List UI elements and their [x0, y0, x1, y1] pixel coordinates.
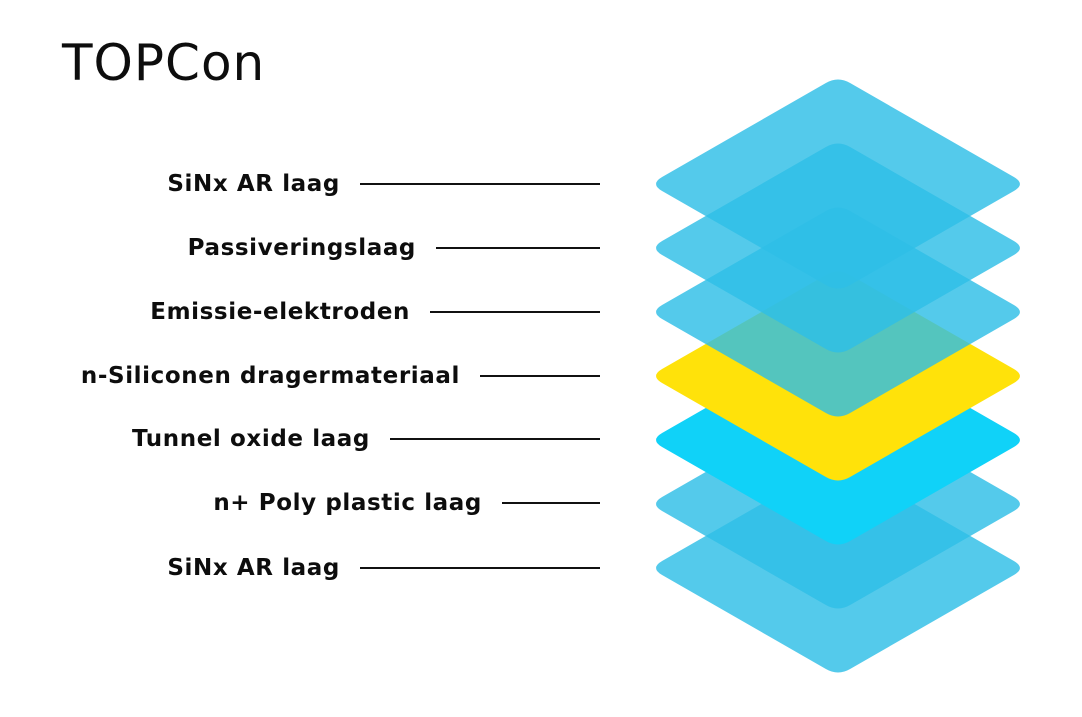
layer-label-row-3: Emissie-elektroden	[150, 294, 600, 330]
leader-line	[436, 247, 600, 249]
layer-label-text: Emissie-elektroden	[150, 299, 410, 325]
leader-line	[360, 183, 600, 185]
layer-label-row-7: SiNx AR laag	[167, 550, 600, 586]
leader-line	[390, 438, 600, 440]
layer-label-text: SiNx AR laag	[167, 171, 340, 197]
layer-label-row-4: n-Siliconen dragermateriaal	[81, 358, 600, 394]
layer-label-row-1: SiNx AR laag	[167, 166, 600, 202]
layer-label-text: n-Siliconen dragermateriaal	[80, 363, 460, 389]
leader-line	[430, 311, 600, 313]
diagram-title: TOPCon	[62, 34, 266, 92]
layer-label-row-5: Tunnel oxide laag	[132, 421, 600, 457]
layer-stack-svg	[656, 79, 1020, 673]
layer-label-text: SiNx AR laag	[167, 555, 340, 581]
layer-label-row-2: Passiveringslaag	[188, 230, 600, 266]
layer-stack	[640, 60, 1040, 690]
layer-label-row-6: n+ Poly plastic laag	[213, 485, 600, 521]
layer-label-text: Passiveringslaag	[187, 235, 416, 261]
layer-labels: SiNx AR laag Passiveringslaag Emissie-el…	[81, 166, 600, 586]
leader-line	[480, 375, 600, 377]
leader-line	[502, 502, 600, 504]
layer-label-text: n+ Poly plastic laag	[213, 490, 482, 516]
layer-plate-1	[656, 79, 1020, 289]
leader-line	[360, 567, 600, 569]
layer-label-text: Tunnel oxide laag	[132, 426, 370, 452]
